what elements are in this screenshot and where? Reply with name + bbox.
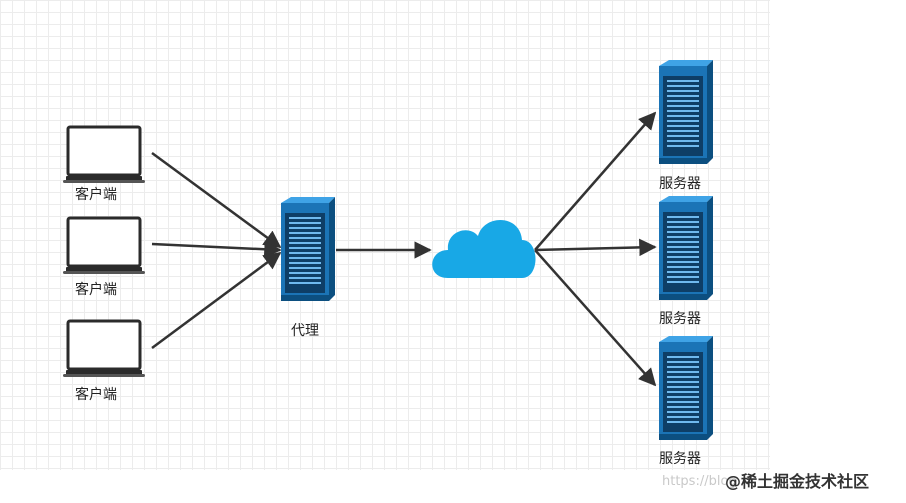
arrow-cloud-to-server2 bbox=[534, 238, 657, 257]
proxy-label: 代理 bbox=[291, 323, 319, 339]
arrow-client2-to-proxy bbox=[151, 240, 282, 259]
arrow-cloud-to-server3 bbox=[534, 249, 657, 387]
watermark: https://blog @稀土掘金技术社区 bbox=[650, 468, 898, 491]
client-label-1: 客户端 bbox=[75, 187, 117, 203]
laptop-icon bbox=[61, 319, 147, 379]
client-label-2: 客户端 bbox=[75, 282, 117, 298]
diagram-canvas bbox=[0, 0, 770, 470]
watermark-url: https://blog bbox=[662, 474, 737, 489]
watermark-brand: @稀土掘金技术社区 bbox=[725, 472, 870, 491]
arrow-client3-to-proxy bbox=[151, 251, 282, 350]
arrow-cloud-to-server1 bbox=[534, 111, 657, 251]
right-margin bbox=[770, 0, 906, 503]
bottom-margin bbox=[0, 470, 770, 503]
laptop-icon bbox=[61, 125, 147, 185]
cloud-icon bbox=[432, 219, 536, 278]
server-rack-icon bbox=[659, 336, 713, 440]
server-rack-icon bbox=[659, 196, 713, 300]
server-label-2: 服务器 bbox=[659, 311, 701, 327]
laptop-icon bbox=[61, 216, 147, 276]
client-label-3: 客户端 bbox=[75, 387, 117, 403]
server-label-1: 服务器 bbox=[659, 176, 701, 192]
server-rack-icon bbox=[659, 60, 713, 164]
server-label-3: 服务器 bbox=[659, 451, 701, 467]
server-rack-icon bbox=[281, 197, 335, 301]
arrow-client1-to-proxy bbox=[151, 151, 282, 249]
